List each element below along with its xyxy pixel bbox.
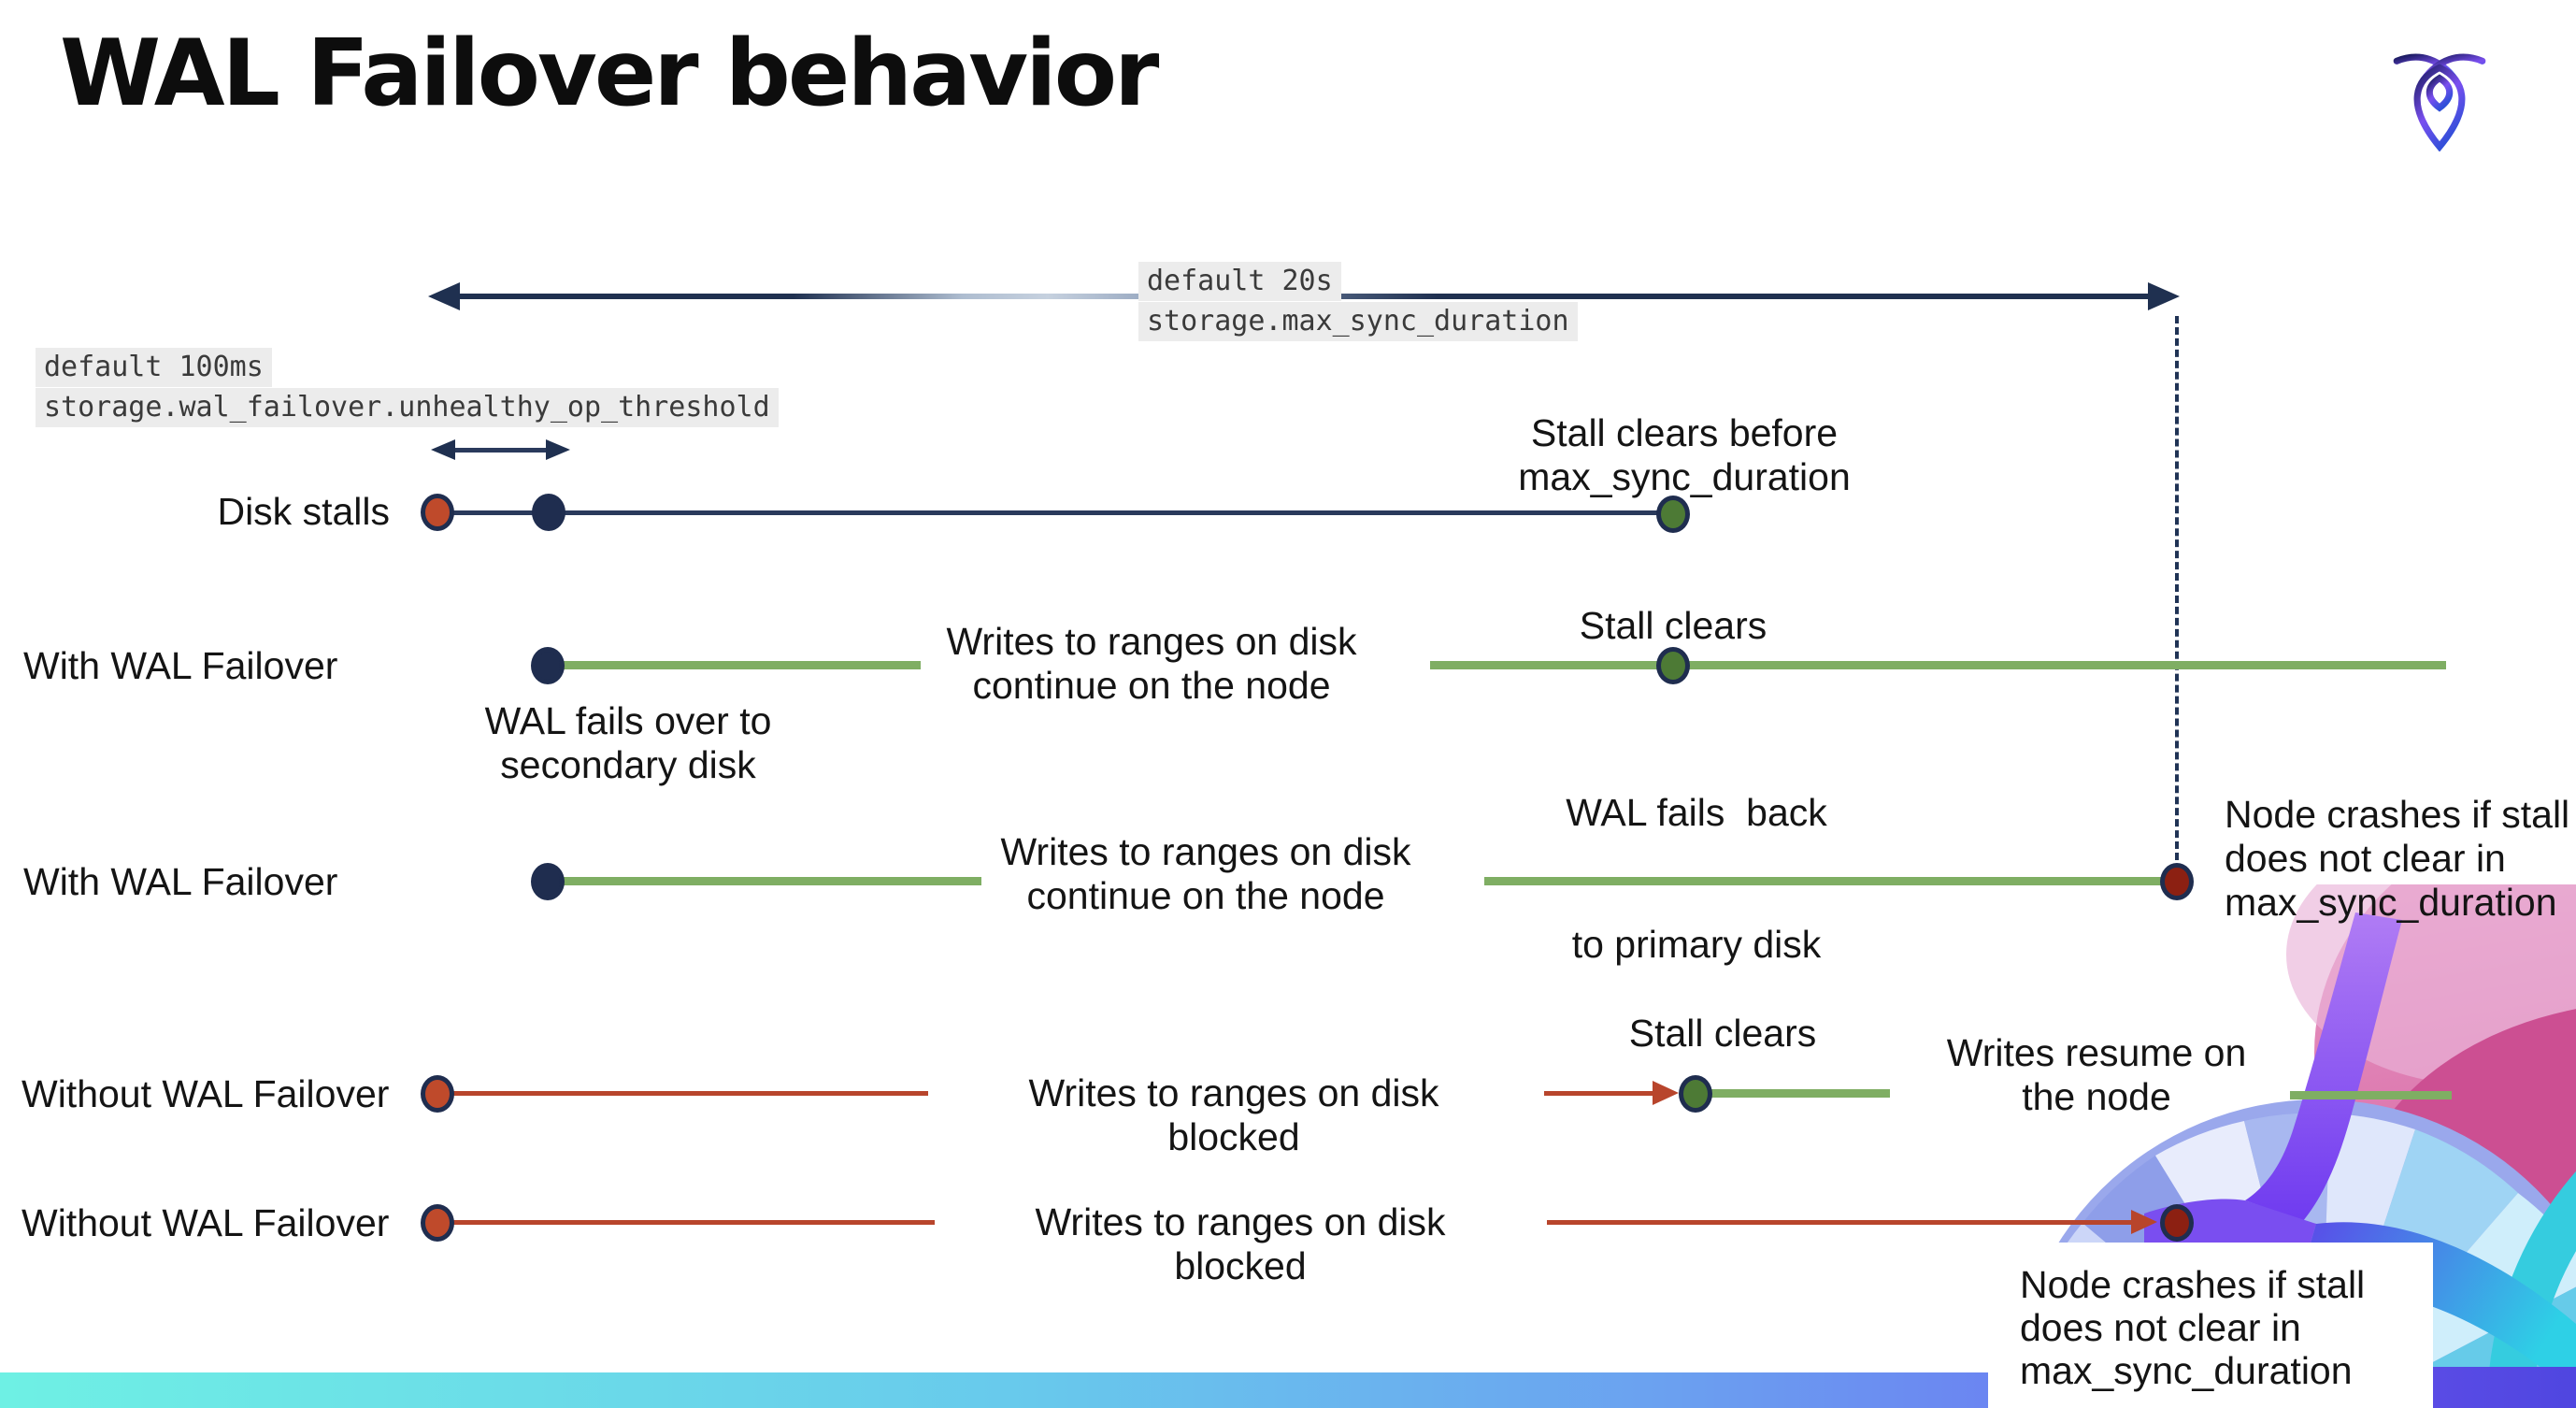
node-crash-note-2: Node crashes if stall does not clear in …	[2020, 1263, 2365, 1392]
threshold-setting-chip: storage.wal_failover.unhealthy_op_thresh…	[36, 388, 779, 427]
writes-continue-2-line2: continue on the node	[1026, 874, 1385, 917]
node-crash-dot-2	[2160, 1204, 2194, 1242]
writes-continue-line1: Writes to ranges on disk	[946, 620, 1357, 663]
node-crash-1-line2: does not clear in	[2225, 837, 2506, 880]
failover-note: WAL fails over to secondary disk	[418, 699, 838, 787]
row-label-disk-stalls: Disk stalls	[217, 490, 390, 533]
row-label-without-wal-1: Without WAL Failover	[21, 1072, 390, 1115]
stall-clears-before-note: Stall clears before max_sync_duration	[1451, 411, 1918, 499]
node-crash-1-line1: Node crashes if stall	[2225, 793, 2570, 836]
writes-continue-2-line-a	[561, 877, 981, 885]
stall-clears-before-line2: max_sync_duration	[1518, 455, 1851, 498]
stall-clears-label-2: Stall clears	[1628, 1012, 1817, 1055]
threshold-dot	[532, 494, 565, 531]
row-label-with-wal-1: With WAL Failover	[23, 644, 338, 687]
stall-clears-label-1: Stall clears	[1579, 604, 1767, 647]
writes-continue-line2: continue on the node	[972, 664, 1331, 707]
node-crash-2-line1: Node crashes if stall	[2020, 1263, 2366, 1306]
stall-clears-before-line1: Stall clears before	[1530, 411, 1839, 454]
blocked-arrow-head-1	[1653, 1081, 1679, 1105]
writes-resume-line-b	[2290, 1091, 2452, 1099]
threshold-arrow	[453, 448, 547, 453]
writes-blocked-line-2b	[1547, 1220, 2133, 1225]
stall-clears-dot	[1656, 496, 1690, 533]
blocked-start-dot-2	[421, 1204, 454, 1242]
max-sync-deadline-dashed-line	[2175, 316, 2179, 860]
node-crash-2-line2: does not clear in	[2020, 1306, 2301, 1349]
row-label-without-wal-2: Without WAL Failover	[21, 1201, 390, 1244]
writes-blocked-line-1b	[1544, 1091, 1664, 1096]
failback-note-line2: to primary disk	[1571, 923, 1822, 966]
failover-dot-2	[531, 863, 565, 900]
blocked-arrow-head-2	[2131, 1210, 2157, 1234]
arrow-left-head	[428, 282, 460, 310]
max-sync-setting-chip: storage.max_sync_duration	[1138, 302, 1578, 341]
writes-continue-2-line-b	[1484, 877, 2161, 885]
node-crash-1-line3: max_sync_duration	[2225, 881, 2557, 924]
stall-start-dot	[421, 494, 454, 531]
arrow-right-head	[2148, 282, 2180, 310]
writes-resume-line2: the node	[2022, 1075, 2171, 1118]
node-crash-note-2-box: Node crashes if stall does not clear in …	[1988, 1243, 2433, 1408]
node-crash-dot-1	[2160, 863, 2194, 900]
writes-blocked-line-2a	[439, 1220, 935, 1225]
writes-blocked-line-1a	[439, 1091, 928, 1096]
writes-continue-line-b	[1430, 661, 2446, 669]
writes-blocked-note-1: Writes to ranges on disk blocked	[1028, 1071, 1461, 1158]
max-sync-default-chip: default 20s	[1138, 262, 1341, 301]
failover-dot	[531, 647, 565, 684]
writes-resume-note: Writes resume on the node	[1928, 1031, 2265, 1119]
failback-dot	[1656, 647, 1690, 684]
failback-note: WAL fails back to primary disk	[1486, 703, 1907, 1011]
writes-continue-note-2: Writes to ranges on disk continue on the…	[953, 830, 1458, 918]
writes-continue-line-a	[561, 661, 921, 669]
node-crash-2-line3: max_sync_duration	[2020, 1349, 2353, 1392]
threshold-default-chip: default 100ms	[36, 348, 272, 387]
page-title: WAL Failover behavior	[60, 21, 1159, 127]
writes-resume-line-a	[1696, 1089, 1890, 1098]
threshold-arrow-left-head	[431, 439, 455, 460]
cockroachdb-logo-icon	[2393, 53, 2486, 151]
writes-blocked-note-2: Writes to ranges on disk blocked	[1035, 1200, 1467, 1287]
writes-continue-note-1: Writes to ranges on disk continue on the…	[899, 620, 1404, 708]
failback-note-line1: WAL fails back	[1566, 791, 1827, 834]
node-crash-note-1: Node crashes if stall does not clear in …	[2225, 793, 2576, 925]
writes-continue-2-line1: Writes to ranges on disk	[1000, 830, 1411, 873]
row-label-with-wal-2: With WAL Failover	[23, 860, 338, 903]
writes-resume-line1: Writes resume on	[1946, 1031, 2247, 1074]
failover-note-line2: secondary disk	[500, 743, 756, 786]
blocked-start-dot-1	[421, 1075, 454, 1113]
disk-stall-timeline	[437, 510, 1673, 515]
threshold-arrow-right-head	[546, 439, 570, 460]
stall-clears-dot-2	[1679, 1075, 1712, 1113]
failover-note-line1: WAL fails over to	[484, 699, 772, 742]
